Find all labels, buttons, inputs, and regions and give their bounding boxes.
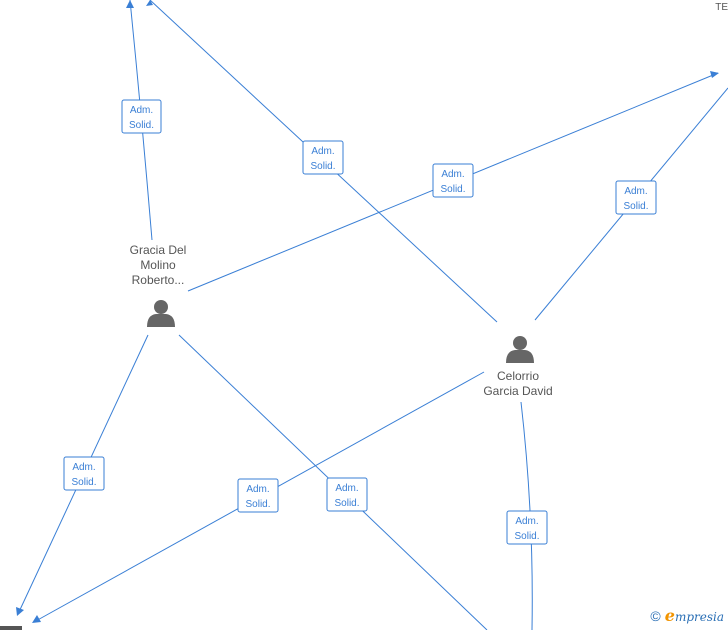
edge-label-badge[interactable]: Adm. Solid.	[121, 99, 162, 134]
edge-label-line1: Adm.	[515, 516, 538, 527]
edge-label-line1: Adm.	[72, 462, 95, 473]
copyright-icon: ©	[650, 608, 661, 624]
edge-label-badge[interactable]: Adm. Solid.	[615, 180, 657, 215]
edge-label-line2: Solid.	[334, 498, 359, 509]
edge-label-line2: Solid.	[129, 120, 154, 131]
person-label-line: Celorrio	[496, 369, 539, 383]
brand-logo: empresia	[665, 606, 724, 626]
person-label-gracia[interactable]: Gracia Del Molino Roberto...	[108, 243, 208, 288]
arrowhead-up-2	[146, 0, 153, 6]
edge-label-line1: Adm.	[311, 146, 334, 157]
person-label-line: Garcia David	[483, 384, 553, 398]
edge-label-line2: Solid.	[245, 499, 270, 510]
edge-label-badge[interactable]: Adm. Solid.	[237, 478, 279, 513]
edge-label-badge[interactable]: Adm. Solid.	[506, 510, 548, 545]
edge-label-line1: Adm.	[624, 186, 647, 197]
offscreen-node-stub	[0, 626, 22, 630]
edge-label-line1: Adm.	[130, 105, 153, 116]
edge-label-line2: Solid.	[623, 201, 648, 212]
edge-label-line1: Adm.	[246, 484, 269, 495]
edge-label-badge[interactable]: Adm. Solid.	[326, 477, 368, 512]
brand-initial: e	[664, 606, 675, 625]
person-label-line: Molino	[140, 258, 176, 272]
person-label-celorrio[interactable]: Celorrio Garcia David	[462, 369, 574, 399]
edge-label-line2: Solid.	[310, 161, 335, 172]
brand-footer: © empresia	[650, 606, 724, 626]
edge-label-line2: Solid.	[514, 531, 539, 542]
brand-name: mpresia	[674, 610, 724, 624]
edge-label-line1: Adm.	[441, 169, 464, 180]
arrowhead-downleft-1	[16, 607, 24, 616]
edge-label-line1: Adm.	[335, 483, 358, 494]
arrowhead-up-1	[126, 0, 134, 8]
person-icon[interactable]	[505, 335, 535, 364]
edge-label-line2: Solid.	[440, 184, 465, 195]
edge-label-badge[interactable]: Adm. Solid.	[432, 163, 474, 198]
arrowhead-downleft-2	[32, 615, 41, 623]
edge-label-badge[interactable]: Adm. Solid.	[63, 456, 105, 491]
arrowhead-right	[710, 71, 719, 78]
person-label-line: Gracia Del	[129, 243, 187, 257]
edge-label-badge[interactable]: Adm. Solid.	[302, 140, 344, 175]
edge-label-line2: Solid.	[71, 477, 96, 488]
person-label-line: Roberto...	[131, 273, 185, 287]
truncated-node-label: TE	[715, 2, 728, 13]
person-icon[interactable]	[146, 299, 176, 328]
